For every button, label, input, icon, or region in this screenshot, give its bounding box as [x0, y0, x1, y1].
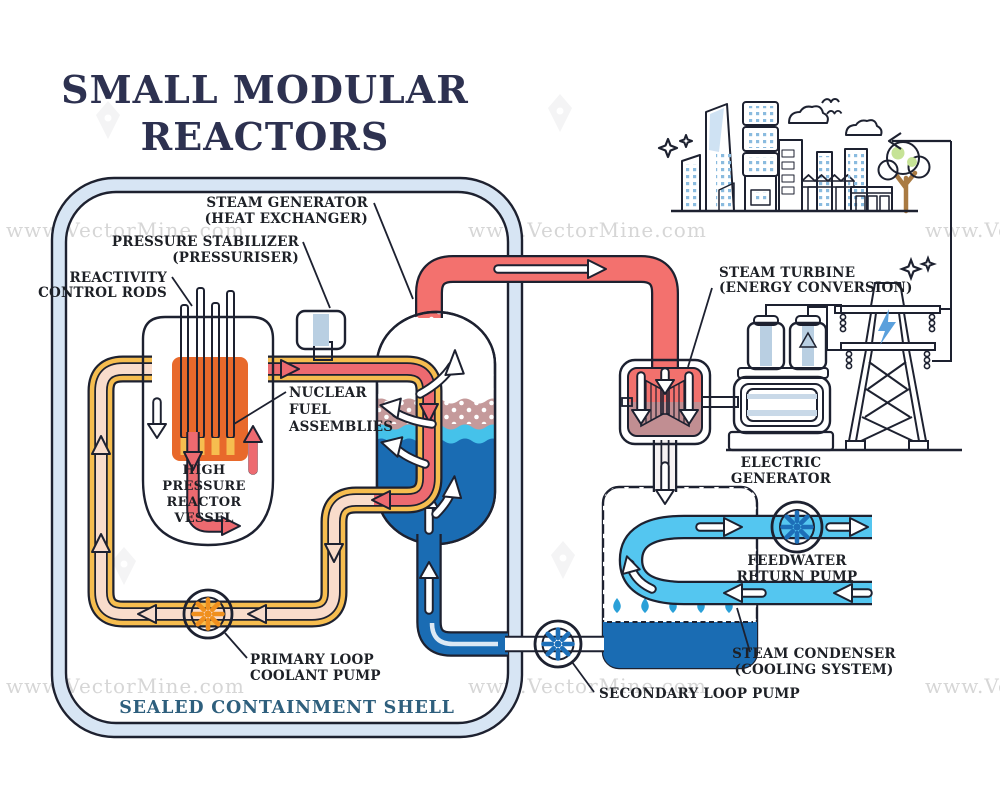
fuel-assemblies-label-line3: ASSEMBLIES: [288, 419, 393, 435]
insulator-icon: [839, 313, 936, 370]
sparkle-icon: [679, 134, 693, 148]
bird-icon: [826, 109, 843, 115]
title-line1: SMALL MODULAR: [61, 67, 469, 112]
fuel-assemblies-label-line2: FUEL: [289, 402, 331, 418]
tree-icon: [877, 141, 931, 214]
leader-lines: [171, 202, 751, 693]
warning-triangle-icon: [798, 331, 818, 348]
steam-condenser-label-line1: STEAM CONDENSER: [732, 646, 896, 662]
watermark-text: www.VectorMine.com: [6, 674, 245, 698]
secondary-loop-pipes: [416, 491, 604, 657]
primary-loop-coolant-pump: [182, 588, 234, 640]
vessel-label-line1: HIGH: [183, 463, 226, 478]
secondary-loop-pump: [533, 619, 583, 669]
feedwater-pump-label-line2: RETURN PUMP: [737, 569, 858, 585]
vessel-label-line2: PRESSURE: [162, 479, 245, 494]
pump-fan-icon: [194, 600, 223, 629]
steam-condenser-label-line2: (COOLING SYSTEM): [734, 662, 893, 678]
sparkle-icon: [657, 137, 679, 159]
watermark-text: www.VectorMine.com: [925, 218, 1000, 242]
watermark-text: www.VectorMine.com: [925, 674, 1000, 698]
sparkle-icon: [898, 256, 924, 282]
sparkle-icon: [919, 255, 937, 273]
bird-icon: [821, 98, 840, 104]
lightning-bolt-icon: [878, 309, 896, 345]
electric-generator-label-line1: ELECTRIC: [741, 455, 822, 471]
cooling-water-loop: [618, 514, 873, 606]
arrow-to-city-icon: [887, 132, 902, 150]
pressure-stabilizer: [295, 309, 347, 361]
cloud-icon: [845, 119, 883, 136]
pump-fan-icon: [544, 630, 573, 659]
watermark-text: www.VectorMine.com: [6, 218, 245, 242]
feedwater-pump-label-line1: FEEDWATER: [747, 553, 847, 569]
condensate-pipe: [652, 440, 678, 505]
pressure-stabilizer-label-line1: PRESSURE STABILIZER: [112, 234, 300, 250]
sg-circulation-arrows: [379, 349, 465, 519]
electric-generator-label-line2: GENERATOR: [731, 471, 832, 487]
pressure-stabilizer-label-line2: (PRESSURISER): [172, 250, 299, 266]
steam-generator-label-line2: (HEAT EXCHANGER): [205, 211, 368, 227]
reactor-vessel: HIGH PRESSURE REACTOR VESSEL: [141, 287, 275, 547]
fuel-assemblies: [180, 438, 235, 455]
feedwater-return-pump: [770, 500, 824, 554]
title-line2: REACTORS: [141, 114, 390, 159]
main-steam-pipe: [415, 255, 679, 368]
pump-fan-icon: [783, 513, 812, 542]
fuel-assemblies-label-line1: NUCLEAR: [289, 385, 367, 401]
cloud-icon: [788, 105, 829, 124]
page-title: SMALL MODULAR REACTORS: [61, 67, 469, 159]
vessel-label-line4: VESSEL: [173, 511, 233, 526]
primary-pump-label-line2: COOLANT PUMP: [250, 668, 381, 684]
steam-generator-label-line1: STEAM GENERATOR: [206, 195, 368, 211]
city-skyline: [657, 98, 951, 214]
electric-generator: [727, 315, 835, 452]
steam-turbine: [618, 358, 739, 446]
steam-turbine-label-line1: STEAM TURBINE: [719, 265, 855, 281]
control-rods-label-line1: REACTIVITY: [69, 270, 167, 286]
steam-turbine-label-line2: (ENERGY CONVERSION): [719, 280, 913, 296]
primary-pump-label-line1: PRIMARY LOOP: [250, 652, 374, 668]
power-lines: [765, 141, 952, 362]
vessel-label-line3: REACTOR: [166, 495, 241, 510]
labels: STEAM GENERATOR (HEAT EXCHANGER) PRESSUR…: [38, 195, 912, 718]
sealed-containment-shell: [50, 176, 524, 739]
containment-shell-label: SEALED CONTAINMENT SHELL: [119, 698, 455, 718]
control-rods-label-line2: CONTROL RODS: [38, 285, 167, 301]
secondary-pump-label: SECONDARY LOOP PUMP: [599, 686, 800, 702]
